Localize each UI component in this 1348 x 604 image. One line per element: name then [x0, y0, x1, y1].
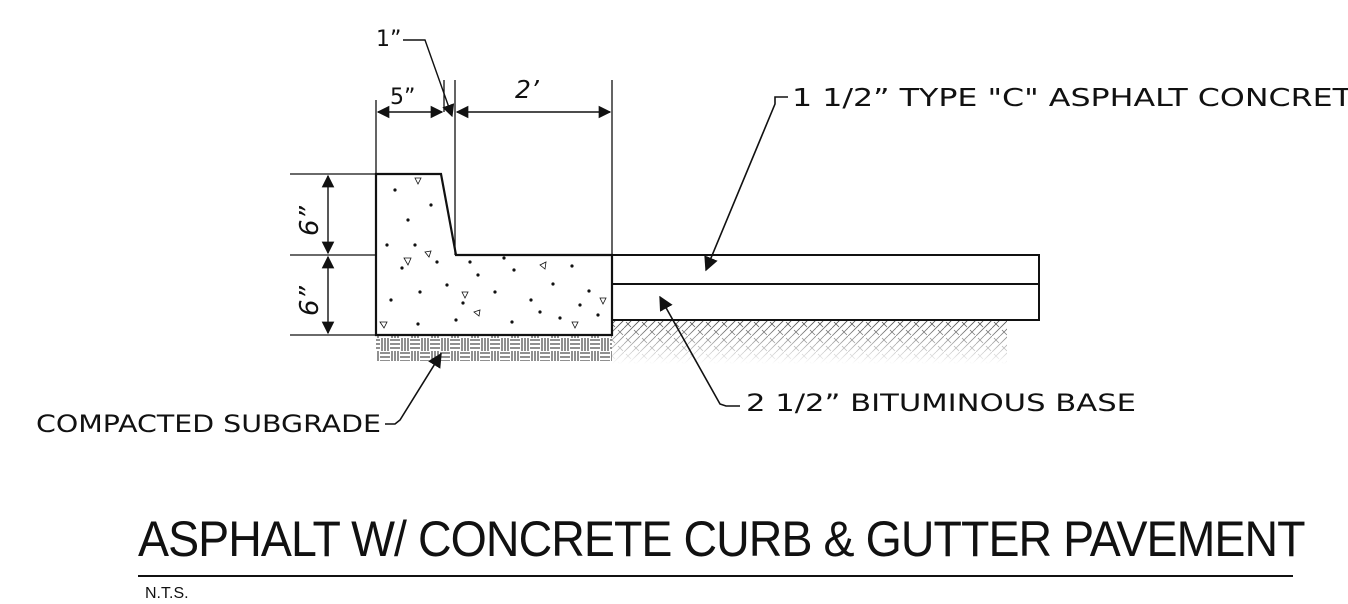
earth-hatch [612, 320, 1007, 364]
dim-curb-width-label: 5” [390, 85, 415, 110]
dim-curb-height-lower-label: 6” [295, 285, 325, 316]
subgrade-callout: COMPACTED SUBGRADE [36, 410, 381, 438]
pavement-layers [611, 254, 1040, 321]
surface-course-callout: 1 1/2” TYPE "C" ASPHALT CONCRETE [792, 83, 1348, 112]
scale-note: N.T.S. [145, 585, 189, 602]
curb-gutter-section [374, 172, 614, 337]
dim-offset-label: 1” [376, 27, 401, 52]
title-underline [138, 575, 1293, 577]
concrete-aggregate [379, 177, 607, 329]
detail-title: ASPHALT W/ CONCRETE CURB & GUTTER PAVEME… [138, 511, 1306, 567]
dimension-lines [321, 39, 612, 335]
subgrade-hatch [376, 335, 612, 361]
extension-lines [290, 80, 613, 336]
dim-curb-height-upper-label: 6” [295, 205, 325, 236]
base-course-callout: 2 1/2” BITUMINOUS BASE [746, 389, 1136, 417]
callout-leaders [385, 96, 788, 425]
dim-gutter-width-label: 2’ [515, 75, 540, 104]
